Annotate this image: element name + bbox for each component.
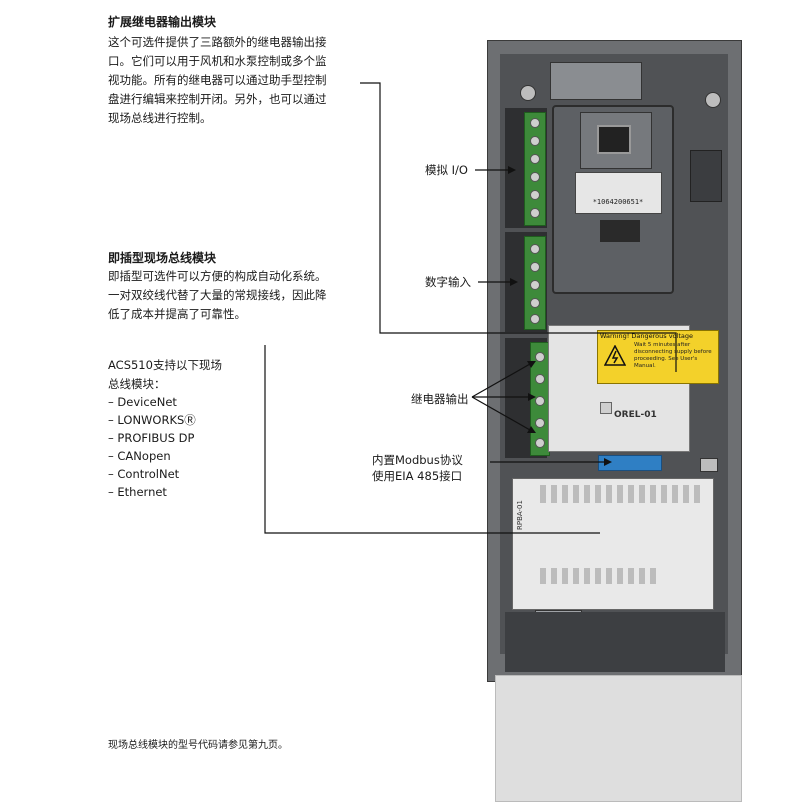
leader-line [471,363,531,398]
list-item: – ControlNet [108,467,180,481]
supported-buses-list: – DeviceNet – LONWORKSⓇ – PROFIBUS DP – … [108,393,196,501]
supported-buses-intro: ACS510支持以下现场 总线模块： [108,356,222,394]
barcode-text: *1064200651* [592,198,644,206]
arrowhead-icon [510,278,518,286]
text-line: 口。它们可以用于风机和水泵控制或多个监 [108,54,327,68]
side-connector [690,150,722,202]
fieldbus-module-title: 即插型现场总线模块 [108,251,217,265]
text-line: 盘进行编辑来控制开闭。另外，也可以通过 [108,92,327,106]
callout-analog-io: 模拟 I/O [425,163,468,177]
terminal-screw [535,418,545,428]
callout-digital-input: 数字输入 [425,275,471,289]
arrowhead-icon [508,166,516,174]
mount-screw [520,85,536,101]
mount-screw [705,92,721,108]
text-line: 视功能。所有的继电器可以通过助手型控制 [108,73,327,87]
leader-line [471,396,531,431]
termination-switch [700,458,718,472]
terminal-screw [535,352,545,362]
module-vent-grille [540,568,660,584]
list-item: – LONWORKSⓇ [108,413,196,427]
terminal-screw [535,374,545,384]
list-item: – CANopen [108,449,171,463]
warning-text: Wait 5 minutes after disconnecting suppl… [634,342,712,369]
terminal-screw [530,208,540,218]
terminal-screw [530,190,540,200]
list-item: – DeviceNet [108,395,177,409]
board-top-bracket [550,62,642,100]
analog-io-terminal-block [524,112,546,226]
arrowhead-icon [604,458,612,466]
text-line: 现场总线进行控制。 [108,111,212,125]
callout-modbus-line2: 使用EIA 485接口 [372,469,463,483]
terminal-screw [530,298,540,308]
text-line: 这个可选件提供了三路额外的继电器输出接 [108,35,327,49]
cover-slot [600,220,640,242]
text-line: ACS510支持以下现场 [108,358,222,372]
list-item: – Ethernet [108,485,167,499]
callout-relay-output: 继电器输出 [411,392,469,406]
arrowhead-icon [528,393,536,401]
barcode-label [575,172,662,214]
text-line: 一对双绞线代替了大量的常规接线，因此降 [108,288,327,302]
terminal-screw [535,396,545,406]
relay-module-description: 这个可选件提供了三路额外的继电器输出接 口。它们可以用于风机和水泵控制或多个监 … [108,33,378,128]
fieldbus-module-description: 即插型可选件可以方便的构成自动化系统。 一对双绞线代替了大量的常规接线，因此降 … [108,267,378,324]
power-terminal-area [505,612,725,672]
leader-line [360,82,677,372]
arrowhead-icon [527,426,536,433]
high-voltage-icon [604,345,626,366]
terminal-screw [530,314,540,324]
callout-modbus-line1: 内置Modbus协议 [372,453,463,467]
module-vent-grille [540,485,705,503]
terminal-screw [530,244,540,254]
terminal-screw [530,118,540,128]
terminal-screw [530,136,540,146]
text-line: 即插型可选件可以方便的构成自动化系统。 [108,269,327,283]
warning-title: Warning! Dangerous voltage [600,332,693,340]
terminal-screw [530,262,540,272]
relay-module-title: 扩展继电器输出模块 [108,15,217,29]
leader-line [264,345,600,534]
terminal-screw [530,172,540,182]
module-indicator [600,402,612,414]
modbus-terminal-block [598,455,662,471]
text-line: 总线模块： [108,377,166,391]
relay-module-label: OREL-01 [614,410,657,420]
front-cover [495,675,742,802]
list-item: – PROFIBUS DP [108,431,195,445]
footer-note: 现场总线模块的型号代码请参见第九页。 [108,740,288,751]
arrowhead-icon [527,361,536,368]
text-line: 低了成本并提高了可靠性。 [108,307,246,321]
terminal-screw [535,438,545,448]
rj45-port-icon [597,125,631,154]
terminal-screw [530,154,540,164]
terminal-screw [530,280,540,290]
